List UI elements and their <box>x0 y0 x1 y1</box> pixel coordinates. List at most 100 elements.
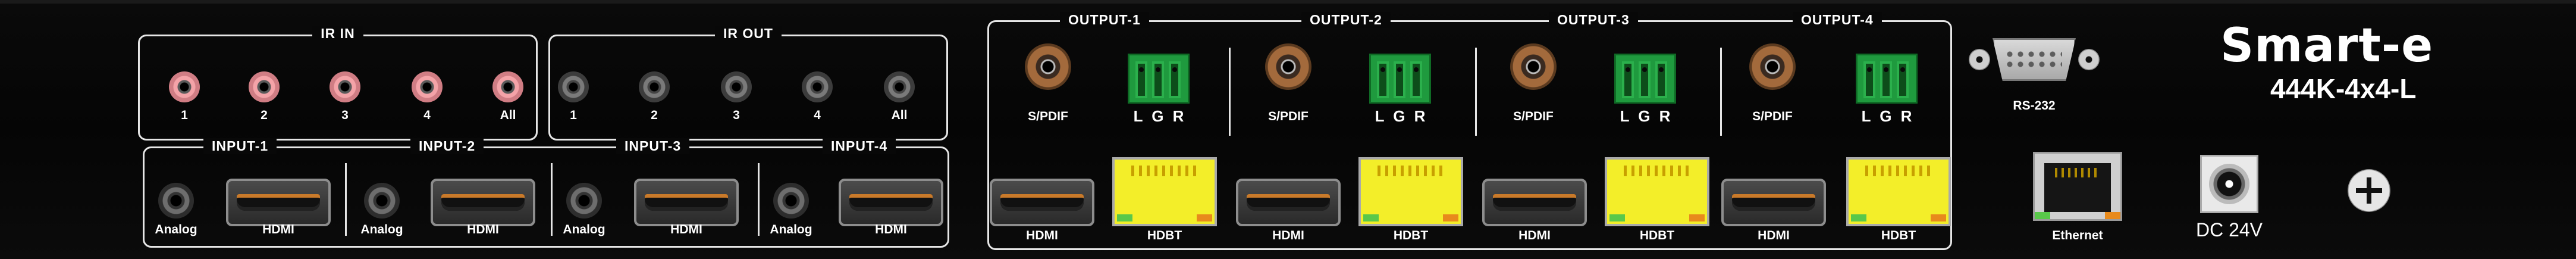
ir-in-label-4: 4 <box>423 108 431 122</box>
output-1-terminal-label: L G R <box>1133 107 1184 125</box>
output-3-spdif-label: S/PDIF <box>1513 110 1554 123</box>
input-divider-2 <box>551 163 553 236</box>
output-3-title: OUTPUT-3 <box>1549 12 1638 28</box>
input-4-title: INPUT-4 <box>823 138 896 154</box>
output-2-title: OUTPUT-2 <box>1301 12 1391 28</box>
ground-screw-icon <box>2348 169 2390 212</box>
output-1-audio-terminal[interactable] <box>1128 54 1190 104</box>
ir-in-jack-3[interactable] <box>330 71 360 102</box>
input-1-analog-label: Analog <box>155 223 197 236</box>
input-4-hdmi-label: HDMI <box>875 223 907 236</box>
ir-out-label-all: All <box>891 108 908 122</box>
input-3-hdmi-label: HDMI <box>670 223 702 236</box>
ir-out-jack-1[interactable] <box>558 71 589 102</box>
ir-in-label-all: All <box>500 108 516 122</box>
output-divider-1 <box>1229 48 1231 136</box>
input-2-hdmi-port[interactable] <box>431 179 535 226</box>
output-4-audio-terminal[interactable] <box>1856 54 1918 104</box>
output-1-hdmi-port[interactable] <box>990 179 1094 226</box>
output-3-hdmi-label: HDMI <box>1518 229 1551 242</box>
input-1-analog-jack[interactable] <box>158 183 194 219</box>
ir-out-jack-4[interactable] <box>802 71 833 102</box>
output-4-title: OUTPUT-4 <box>1793 12 1882 28</box>
output-4-spdif-jack[interactable] <box>1749 43 1796 90</box>
ir-in-title: IR IN <box>312 26 363 41</box>
output-4-hdmi-label: HDMI <box>1758 229 1790 242</box>
input-2-analog-label: Analog <box>360 223 403 236</box>
input-4-hdmi-port[interactable] <box>839 179 943 226</box>
ir-out-label-1: 1 <box>570 108 577 122</box>
rs232-screw-left <box>1969 49 1990 70</box>
outputs-group <box>987 20 1952 250</box>
output-3-terminal-label: L G R <box>1620 107 1671 125</box>
output-3-hdbt-port[interactable] <box>1605 157 1709 226</box>
ir-out-group: IR OUT <box>548 26 948 141</box>
ir-out-title: IR OUT <box>715 26 782 41</box>
output-1-title: OUTPUT-1 <box>1060 12 1149 28</box>
ir-in-jack-2[interactable] <box>249 71 280 102</box>
output-divider-3 <box>1720 48 1722 136</box>
input-2-analog-jack[interactable] <box>364 183 400 219</box>
ir-out-jack-3[interactable] <box>721 71 752 102</box>
output-4-hdbt-label: HDBT <box>1881 229 1916 242</box>
output-3-hdmi-port[interactable] <box>1482 179 1587 226</box>
output-3-audio-terminal[interactable] <box>1614 54 1676 104</box>
output-2-hdmi-port[interactable] <box>1236 179 1341 226</box>
ir-in-label-1: 1 <box>181 108 188 122</box>
ethernet-label: Ethernet <box>2052 229 2103 242</box>
input-divider-1 <box>345 163 347 236</box>
ir-in-label-2: 2 <box>261 108 268 122</box>
output-4-hdbt-port[interactable] <box>1846 157 1951 226</box>
ir-out-jack-2[interactable] <box>639 71 670 102</box>
output-1-hdbt-label: HDBT <box>1147 229 1182 242</box>
ir-out-label-4: 4 <box>814 108 821 122</box>
output-divider-2 <box>1475 48 1477 136</box>
output-3-hdbt-label: HDBT <box>1639 229 1675 242</box>
ir-in-jack-4[interactable] <box>412 71 443 102</box>
output-2-hdbt-label: HDBT <box>1393 229 1429 242</box>
ir-in-jack-1[interactable] <box>169 71 200 102</box>
input-3-analog-jack[interactable] <box>566 183 602 219</box>
input-3-analog-label: Analog <box>563 223 605 236</box>
output-1-spdif-label: S/PDIF <box>1028 110 1068 123</box>
input-2-title: INPUT-2 <box>410 138 484 154</box>
output-1-hdmi-label: HDMI <box>1026 229 1058 242</box>
output-2-spdif-label: S/PDIF <box>1268 110 1309 123</box>
ir-in-group: IR IN <box>138 26 538 141</box>
input-divider-3 <box>758 163 760 236</box>
ir-in-label-3: 3 <box>341 108 349 122</box>
output-2-hdbt-port[interactable] <box>1358 157 1463 226</box>
brand-logo: Smart-e <box>2220 19 2434 73</box>
output-4-terminal-label: L G R <box>1861 107 1912 125</box>
input-4-analog-label: Analog <box>770 223 812 236</box>
rs232-port[interactable] <box>1969 36 2100 83</box>
input-3-hdmi-port[interactable] <box>634 179 739 226</box>
inputs-group <box>143 146 949 248</box>
rs232-label: RS-232 <box>2013 99 2056 113</box>
input-4-analog-jack[interactable] <box>773 183 809 219</box>
output-2-terminal-label: L G R <box>1375 107 1426 125</box>
ir-out-jack-all[interactable] <box>884 71 915 102</box>
input-1-title: INPUT-1 <box>203 138 277 154</box>
ethernet-port[interactable] <box>2033 152 2122 221</box>
model-number: 444K-4x4-L <box>2270 73 2417 104</box>
output-2-spdif-jack[interactable] <box>1265 43 1311 90</box>
input-3-title: INPUT-3 <box>616 138 690 154</box>
ir-out-label-2: 2 <box>651 108 658 122</box>
input-1-hdmi-port[interactable] <box>226 179 331 226</box>
output-4-spdif-label: S/PDIF <box>1752 110 1793 123</box>
output-1-spdif-jack[interactable] <box>1025 43 1071 90</box>
input-2-hdmi-label: HDMI <box>467 223 499 236</box>
ir-in-jack-all[interactable] <box>492 71 523 102</box>
output-1-hdbt-port[interactable] <box>1112 157 1217 226</box>
rs232-screw-right <box>2078 49 2100 70</box>
power-label: DC 24V <box>2195 219 2263 241</box>
output-3-spdif-jack[interactable] <box>1510 43 1557 90</box>
dc-power-jack[interactable] <box>2200 155 2258 213</box>
output-4-hdmi-port[interactable] <box>1721 179 1826 226</box>
input-1-hdmi-label: HDMI <box>262 223 294 236</box>
output-2-audio-terminal[interactable] <box>1369 54 1431 104</box>
output-2-hdmi-label: HDMI <box>1272 229 1304 242</box>
ir-out-label-3: 3 <box>733 108 740 122</box>
